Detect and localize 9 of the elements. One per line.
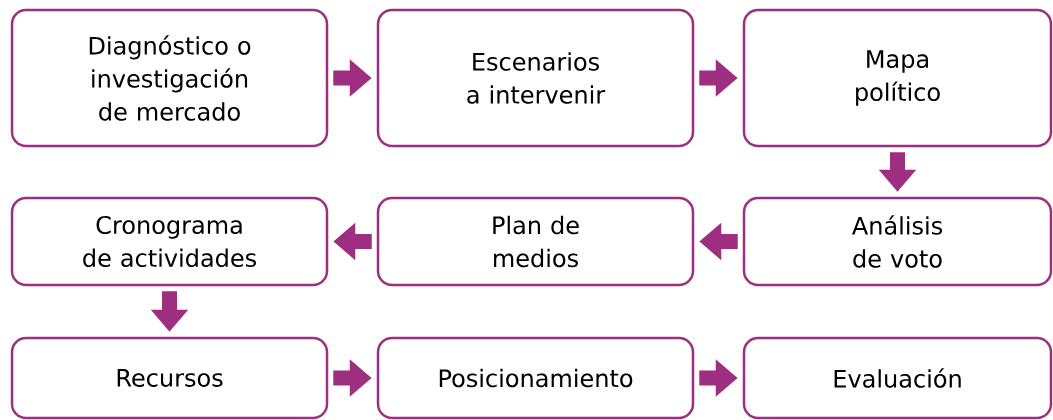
process-box: Escenarios a intervenir xyxy=(376,8,695,148)
process-box: Plan de medios xyxy=(376,196,695,287)
process-box: Diagnóstico o investigación de mercado xyxy=(10,8,329,148)
process-box: Evaluación xyxy=(742,336,1053,420)
process-box: Análisis de voto xyxy=(742,196,1053,287)
process-box: Mapa político xyxy=(742,8,1053,148)
process-box: Cronograma de actividades xyxy=(10,196,329,287)
process-box: Recursos xyxy=(10,336,329,420)
process-box: Posicionamiento xyxy=(376,336,695,420)
